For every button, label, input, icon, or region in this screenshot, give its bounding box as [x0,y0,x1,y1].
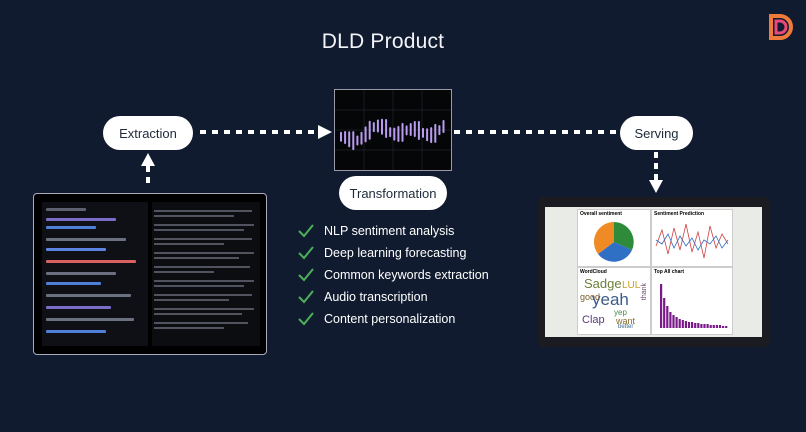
serving-to-dashboard-arrow [649,152,663,193]
top-bar-chart [660,284,728,328]
top-chart-bar [715,325,718,328]
feature-label: Content personalization [324,312,456,326]
top-chart-bar [722,326,725,328]
wordcloud-word: Sadge [584,276,622,291]
wordcloud-word: Clap [582,314,605,326]
top-chart-bar [660,284,663,328]
transformation-to-serving-arrow [454,130,616,134]
top-chart-bar [700,324,703,328]
terminal-log-panel [152,202,260,346]
check-icon [298,268,314,282]
top-chart-bar [675,317,678,328]
panel-title: Sentiment Prediction [654,211,705,217]
serving-node: Serving [620,116,693,150]
dashboard-canvas: Overall sentiment Sentiment Prediction W… [545,207,762,337]
top-chart-bar [672,315,675,328]
wordcloud-word: LUL [622,280,641,291]
top-all-chart-panel: Top All chart [651,267,733,335]
top-chart-bar [666,306,669,328]
top-chart-bar [663,298,666,328]
top-chart-bar [709,325,712,328]
top-chart-bar [703,324,706,328]
check-icon [298,290,314,304]
top-chart-bar [712,325,715,328]
panel-title: Overall sentiment [580,211,622,217]
check-icon [298,246,314,260]
page-title: DLD Product [321,30,445,53]
feature-item: Common keywords extraction [298,264,489,286]
top-chart-bar [678,319,681,328]
transformation-node: Transformation [339,176,447,210]
feature-label: Deep learning forecasting [324,246,467,260]
wordcloud-word: better [618,324,634,330]
feature-list: NLP sentiment analysis Deep learning for… [298,220,489,330]
panel-title: Top All chart [654,269,684,275]
wordcloud-word: thank [641,282,649,301]
source-to-extraction-arrow [141,153,155,186]
dld-logo-icon [769,14,793,40]
top-chart-bar [718,325,722,328]
sentiment-pie-chart [594,222,634,262]
transformation-signal-image [334,89,452,171]
top-chart-bar [694,323,697,328]
top-chart-bar [684,321,687,328]
feature-item: Audio transcription [298,286,489,308]
dashboard-screenshot: Overall sentiment Sentiment Prediction W… [538,197,769,347]
top-chart-bar [697,323,700,328]
top-chart-bar [669,312,672,328]
wordcloud-word: want [616,316,636,326]
overall-sentiment-panel: Overall sentiment [577,209,651,267]
feature-label: NLP sentiment analysis [324,224,455,238]
wordcloud-word: good [580,292,601,302]
wordcloud-word: yep [614,308,627,317]
top-chart-bar [681,320,684,328]
extraction-node: Extraction [103,116,193,150]
chat-source-screenshot [33,193,267,355]
check-icon [298,224,314,238]
extraction-to-transformation-arrow [200,125,332,139]
feature-label: Audio transcription [324,290,428,304]
wordcloud-word: yeah [592,290,629,309]
chat-panel [42,202,148,346]
top-chart-bar [691,322,694,328]
feature-label: Common keywords extraction [324,268,489,282]
feature-item: Deep learning forecasting [298,242,489,264]
feature-item: Content personalization [298,308,489,330]
feature-item: NLP sentiment analysis [298,220,489,242]
sentiment-prediction-panel: Sentiment Prediction [651,209,733,267]
prediction-line-chart [655,223,729,259]
check-icon [298,312,314,326]
top-chart-bar [706,324,709,328]
top-chart-bar [687,322,691,328]
top-chart-bar [725,326,728,328]
wordcloud-panel: WordCloud Sadge yeah good LUL yep Clap w… [577,267,651,335]
panel-title: WordCloud [580,269,607,275]
